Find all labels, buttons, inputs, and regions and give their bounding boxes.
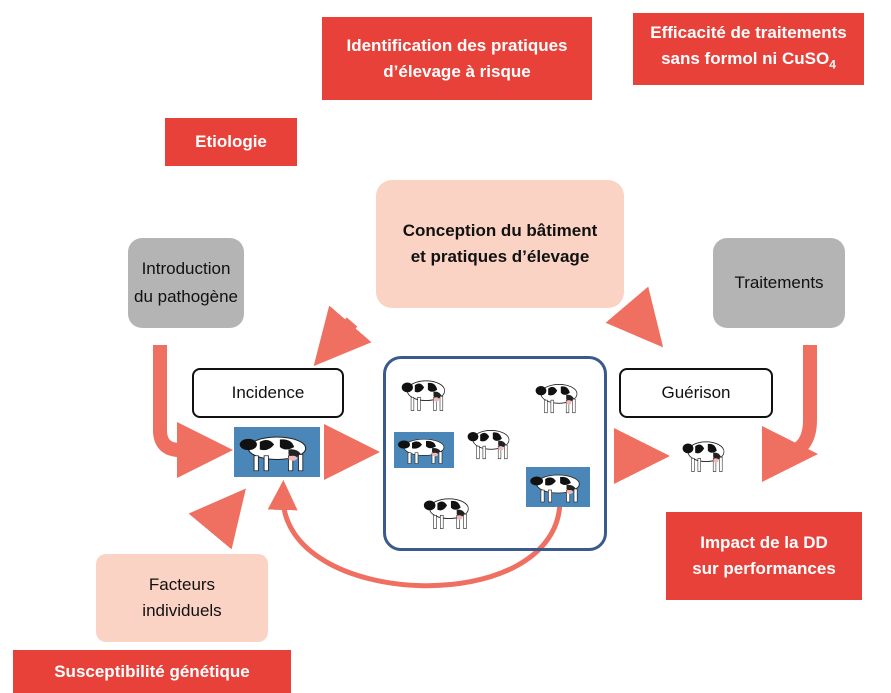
arrow-introduction-to-incidence [153,345,233,478]
facteurs-node: Facteurs individuels [96,554,268,642]
efficacite-subscript: 4 [829,57,836,72]
cow-icon [526,467,590,507]
cow-icon [679,433,733,477]
herd-enclosure [383,356,607,551]
identification-box: Identification des pratiques d’élevage à… [322,17,592,100]
guerison-label: Guérison [619,368,773,418]
arrow-conception-to-incidence [313,305,372,367]
impact-box: Impact de la DD sur performances [666,512,862,600]
efficacite-box: Efficacité de traitements sans formol ni… [633,13,864,85]
cow-icon [394,432,454,468]
conception-node: Conception du bâtiment et pratiques d’él… [376,180,624,308]
arrow-facteurs-to-incidence [188,488,246,550]
cow-icon [420,490,478,534]
traitements-node: Traitements [713,238,845,328]
cow-icon [398,372,454,416]
cow-icon [532,376,586,418]
efficacite-line1: Efficacité de traitements [650,23,847,43]
incidence-label: Incidence [192,368,344,418]
efficacite-line2: sans formol ni CuSO4 [661,49,836,72]
arrow-conception-to-guerison [605,286,664,348]
introduction-node: Introduction du pathogène [128,238,244,328]
cow-icon [234,427,320,477]
etiologie-box: Etiologie [165,118,297,166]
susceptibilite-box: Susceptibilité génétique [13,650,291,693]
arrow-traitements-to-guerison [762,345,818,482]
cow-icon [464,422,518,464]
arrow-reinfection-loop [267,480,563,589]
